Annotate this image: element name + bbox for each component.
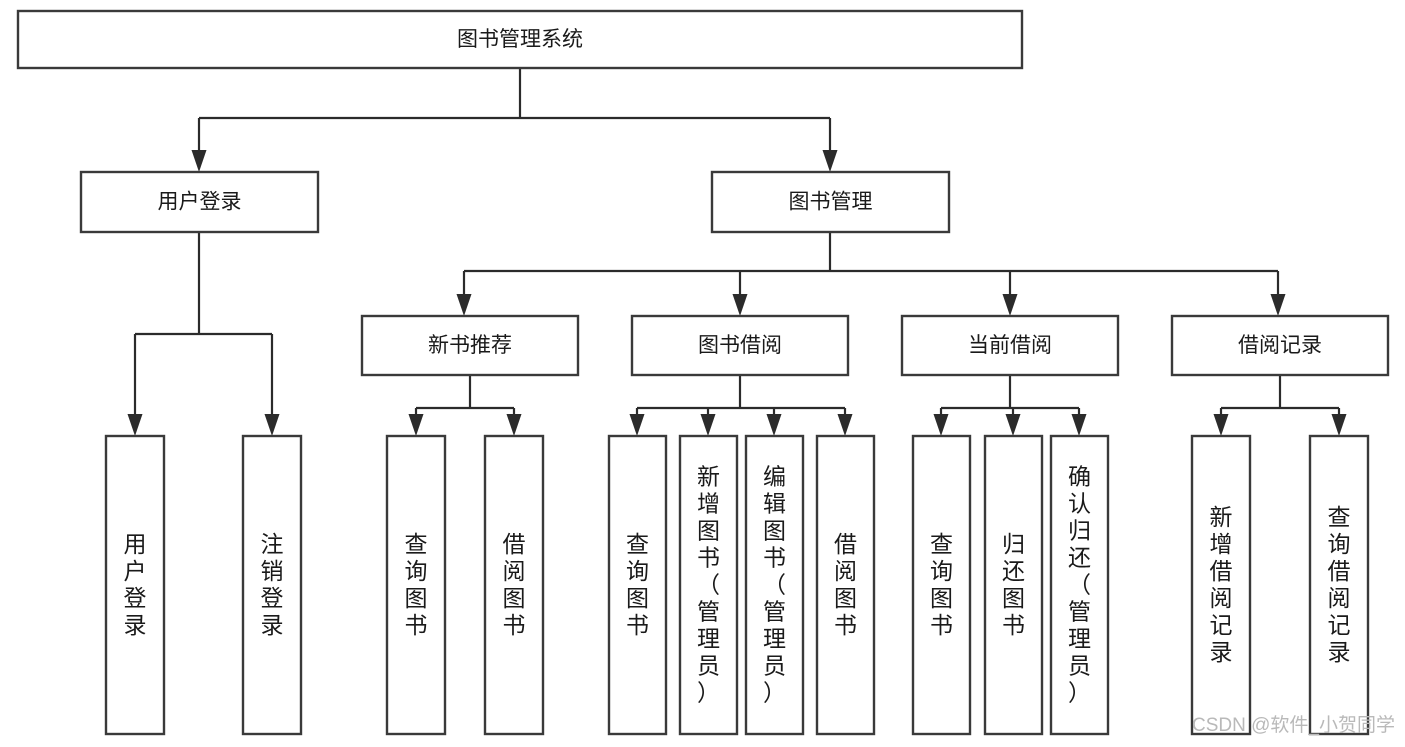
node-book-manage-box[interactable] bbox=[710, 170, 951, 234]
book-borrow-drop-0-arrowhead bbox=[629, 414, 645, 436]
node-leaf-user-login-box[interactable] bbox=[104, 434, 166, 736]
node-borrow-record[interactable]: 借阅记录 bbox=[1170, 314, 1390, 377]
node-leaf-query-book-2[interactable]: 查询图书 bbox=[607, 434, 668, 736]
node-borrow-record-box[interactable] bbox=[1170, 314, 1390, 377]
node-leaf-query-book-1-label: 查询图书 bbox=[405, 531, 428, 638]
borrow-record-drop-1-arrowhead bbox=[1331, 414, 1347, 436]
node-leaf-borrow-book-2-label: 借阅图书 bbox=[834, 531, 857, 638]
book-manage-drop-2-arrowhead bbox=[1002, 294, 1018, 316]
node-leaf-add-book-label: 新增图书（管理员） bbox=[697, 464, 720, 706]
new-book-rec-drop-1-arrowhead bbox=[506, 414, 522, 436]
node-leaf-edit-book-box[interactable] bbox=[744, 434, 805, 736]
nodes-layer: 图书管理系统用户登录图书管理新书推荐图书借阅当前借阅借阅记录用户登录注销登录查询… bbox=[16, 9, 1390, 736]
node-leaf-query-book-3-label: 查询图书 bbox=[930, 531, 953, 638]
book-borrow-drop-1-arrowhead bbox=[700, 414, 716, 436]
connectors-layer bbox=[127, 68, 1347, 436]
node-leaf-return-book-box[interactable] bbox=[983, 434, 1044, 736]
node-leaf-user-logout[interactable]: 注销登录 bbox=[241, 434, 303, 736]
node-current-borrow[interactable]: 当前借阅 bbox=[900, 314, 1120, 377]
node-root[interactable]: 图书管理系统 bbox=[16, 9, 1024, 70]
node-current-borrow-box[interactable] bbox=[900, 314, 1120, 377]
node-root-label: 图书管理系统 bbox=[457, 28, 583, 51]
node-leaf-confirm-return[interactable]: 确认归还（管理员） bbox=[1049, 434, 1110, 736]
node-leaf-borrow-book-2[interactable]: 借阅图书 bbox=[815, 434, 876, 736]
node-leaf-query-record[interactable]: 查询借阅记录 bbox=[1308, 434, 1370, 736]
borrow-record-drop-0-arrowhead bbox=[1213, 414, 1229, 436]
node-borrow-record-label: 借阅记录 bbox=[1238, 334, 1322, 357]
node-book-borrow[interactable]: 图书借阅 bbox=[630, 314, 850, 377]
node-leaf-borrow-book-1[interactable]: 借阅图书 bbox=[483, 434, 545, 736]
node-new-book-rec-label: 新书推荐 bbox=[428, 334, 512, 357]
book-manage-drop-1-arrowhead bbox=[732, 294, 748, 316]
node-leaf-borrow-book-1-box[interactable] bbox=[483, 434, 545, 736]
node-book-borrow-box[interactable] bbox=[630, 314, 850, 377]
book-borrow-drop-3-arrowhead bbox=[837, 414, 853, 436]
node-root-box[interactable] bbox=[16, 9, 1024, 70]
node-leaf-query-book-2-box[interactable] bbox=[607, 434, 668, 736]
node-leaf-query-record-label: 查询借阅记录 bbox=[1328, 504, 1351, 665]
csdn-watermark: CSDN @软件_小贺同学 bbox=[1192, 714, 1395, 736]
node-leaf-user-logout-box[interactable] bbox=[241, 434, 303, 736]
node-user-login[interactable]: 用户登录 bbox=[79, 170, 320, 234]
node-current-borrow-label: 当前借阅 bbox=[968, 334, 1052, 357]
node-leaf-confirm-return-label: 确认归还（管理员） bbox=[1068, 464, 1091, 706]
user-login-drop-1-arrowhead bbox=[264, 414, 280, 436]
book-manage-drop-0-arrowhead bbox=[456, 294, 472, 316]
node-book-borrow-label: 图书借阅 bbox=[698, 334, 782, 357]
node-user-login-box[interactable] bbox=[79, 170, 320, 234]
node-book-manage[interactable]: 图书管理 bbox=[710, 170, 951, 234]
root-drop-0-arrowhead bbox=[191, 150, 207, 172]
node-leaf-edit-book[interactable]: 编辑图书（管理员） bbox=[744, 434, 805, 736]
node-new-book-rec-box[interactable] bbox=[360, 314, 580, 377]
node-leaf-borrow-book-1-label: 借阅图书 bbox=[503, 531, 526, 638]
node-new-book-rec[interactable]: 新书推荐 bbox=[360, 314, 580, 377]
node-book-manage-label: 图书管理 bbox=[789, 191, 873, 214]
node-leaf-borrow-book-2-box[interactable] bbox=[815, 434, 876, 736]
node-leaf-query-book-1[interactable]: 查询图书 bbox=[385, 434, 447, 736]
node-leaf-query-book-2-label: 查询图书 bbox=[626, 531, 649, 638]
node-leaf-query-book-1-box[interactable] bbox=[385, 434, 447, 736]
new-book-rec-drop-0-arrowhead bbox=[408, 414, 424, 436]
current-borrow-drop-2-arrowhead bbox=[1071, 414, 1087, 436]
node-leaf-query-book-3-box[interactable] bbox=[911, 434, 972, 736]
node-leaf-add-book-box[interactable] bbox=[678, 434, 739, 736]
node-leaf-add-record-label: 新增借阅记录 bbox=[1210, 504, 1233, 665]
node-leaf-return-book-label: 归还图书 bbox=[1002, 531, 1025, 638]
user-login-drop-0-arrowhead bbox=[127, 414, 143, 436]
node-leaf-user-login-label: 用户登录 bbox=[124, 531, 147, 638]
node-user-login-label: 用户登录 bbox=[158, 191, 242, 214]
node-leaf-add-record-box[interactable] bbox=[1190, 434, 1252, 736]
current-borrow-drop-0-arrowhead bbox=[933, 414, 949, 436]
node-leaf-query-book-3[interactable]: 查询图书 bbox=[911, 434, 972, 736]
current-borrow-drop-1-arrowhead bbox=[1005, 414, 1021, 436]
node-leaf-edit-book-label: 编辑图书（管理员） bbox=[763, 464, 786, 706]
book-borrow-drop-2-arrowhead bbox=[766, 414, 782, 436]
node-leaf-user-login[interactable]: 用户登录 bbox=[104, 434, 166, 736]
book-manage-drop-3-arrowhead bbox=[1270, 294, 1286, 316]
node-leaf-user-logout-label: 注销登录 bbox=[261, 531, 284, 638]
node-leaf-return-book[interactable]: 归还图书 bbox=[983, 434, 1044, 736]
node-leaf-add-record[interactable]: 新增借阅记录 bbox=[1190, 434, 1252, 736]
node-leaf-confirm-return-box[interactable] bbox=[1049, 434, 1110, 736]
node-leaf-query-record-box[interactable] bbox=[1308, 434, 1370, 736]
node-leaf-add-book[interactable]: 新增图书（管理员） bbox=[678, 434, 739, 736]
root-drop-1-arrowhead bbox=[822, 150, 838, 172]
